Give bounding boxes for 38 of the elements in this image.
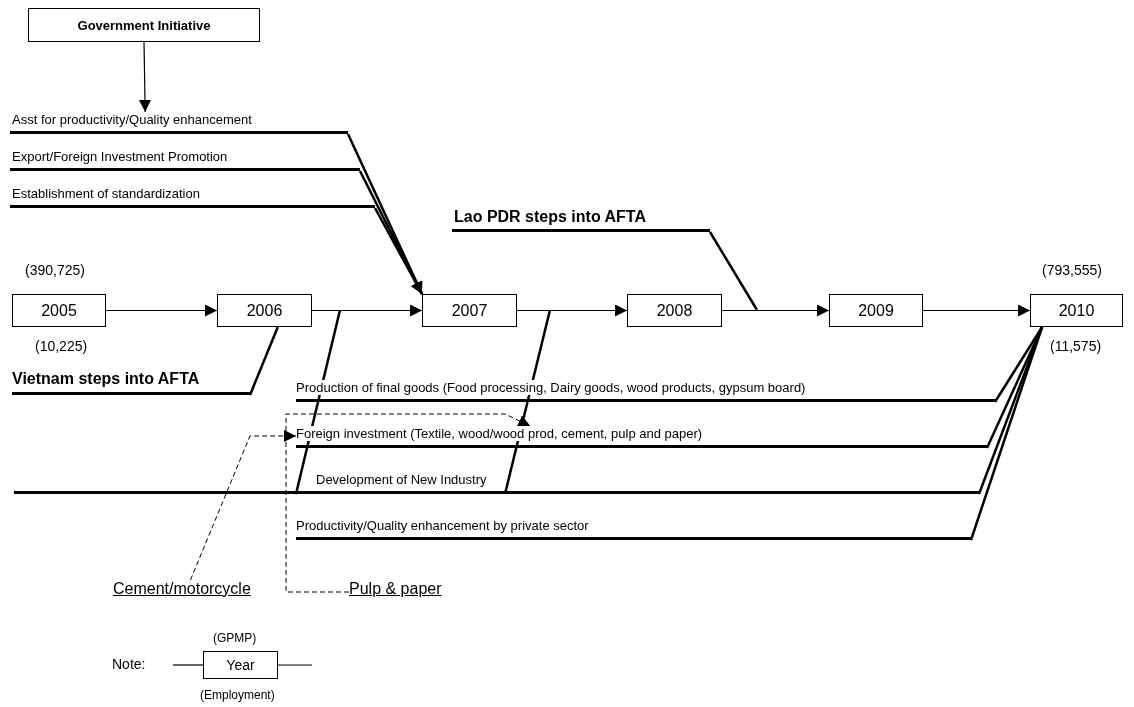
arrow <box>373 207 424 295</box>
underlined-label: Productivity/Quality enhancement by private sector <box>296 518 971 540</box>
value-label: (793,555) <box>1042 262 1102 278</box>
leader-line <box>708 231 759 311</box>
year-box: 2007 <box>422 294 517 327</box>
year-box: 2005 <box>12 294 106 327</box>
connector-line <box>277 664 313 666</box>
arrow <box>105 304 218 317</box>
initiative-box: Government Initiative <box>28 8 260 42</box>
arrow <box>311 304 423 317</box>
year-box: 2010 <box>1030 294 1123 327</box>
leader-line <box>294 309 342 495</box>
arrow <box>516 304 628 317</box>
underlined-label: Foreign investment (Textile, wood/wood prod, cement, pulp and paper) <box>296 426 987 448</box>
arrow <box>189 429 297 581</box>
underlined-label: Establishment of standardization <box>10 186 375 208</box>
value-label: (11,575) <box>1050 338 1102 354</box>
connector-line <box>172 664 204 666</box>
year-box: Year <box>203 651 278 679</box>
year-box: 2006 <box>217 294 312 327</box>
year-box: 2009 <box>829 294 923 327</box>
arrow <box>922 304 1031 317</box>
connector-line <box>969 326 1044 541</box>
value-label: (GPMP) <box>213 631 257 645</box>
underlined-label: Production of final goods (Food processing, Dairy goods, wood products, gypsum board) <box>296 380 995 402</box>
value-label: (390,725) <box>25 262 85 278</box>
arrow <box>285 413 531 593</box>
note-label: Note: <box>112 656 146 672</box>
value-label: (10,225) <box>35 338 88 354</box>
year-box: 2008 <box>627 294 722 327</box>
underlined-label: Export/Foreign Investment Promotion <box>10 149 360 171</box>
underlined-label: Asst for productivity/Quality enhancement <box>10 112 348 134</box>
arrow <box>139 41 151 113</box>
connector-line <box>248 326 279 396</box>
connector-line <box>985 326 1044 449</box>
arrow <box>721 304 830 317</box>
value-label: (Employment) <box>200 688 275 702</box>
underlined-label: Development of New Industry <box>296 472 979 494</box>
